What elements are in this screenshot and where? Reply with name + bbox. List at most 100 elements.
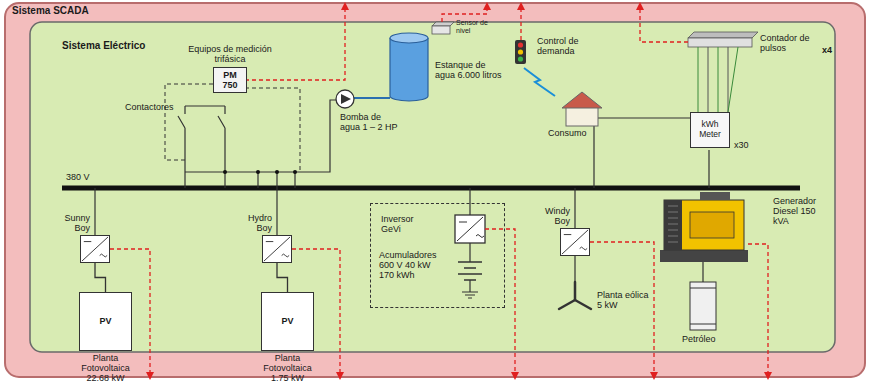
level-sensor-part <box>432 22 454 26</box>
inverter-name: Inversor GeVi <box>381 214 427 234</box>
pv-box: PVPlanta Fotovoltaica 22.68 kW <box>79 292 132 351</box>
plant-name: Planta Fotovoltaica 22.68 kW <box>74 353 138 383</box>
wind-turbine-part <box>574 282 577 300</box>
inverter-name: Sunny Boy <box>52 213 90 233</box>
panel-title: Sistema SCADA <box>12 5 89 16</box>
dots <box>223 170 297 174</box>
gevi-inverter-symbol-part <box>455 215 485 243</box>
measurement-dashed-wires-part <box>245 88 300 172</box>
scada-links-part <box>748 244 768 376</box>
meter-box: Equipos de medición trifásica PM 750 <box>175 44 285 95</box>
battery-spec: Acumuladores 600 V 40 kW 170 kWh <box>379 250 443 280</box>
water-tank-part <box>390 38 428 101</box>
house-icon <box>562 92 602 126</box>
fuel-label: Petróleo <box>682 334 732 344</box>
diesel-generator-part <box>700 192 730 200</box>
demand-label: Control de demanda <box>537 36 593 56</box>
scada-links-part <box>485 229 515 376</box>
inverter-box: Sunny Boy <box>80 235 110 263</box>
dots-part <box>293 170 297 174</box>
wind-label: Planta eólica 5 kW <box>597 290 651 310</box>
water-pump <box>336 90 354 108</box>
wires-part <box>354 97 390 99</box>
kwh-meter: kWh Meter <box>690 112 730 148</box>
meter-count: x30 <box>734 140 758 150</box>
fuel-tank-part <box>690 282 716 330</box>
pulse-counter-part <box>728 47 729 112</box>
diesel-generator-part <box>664 200 682 250</box>
wires-part <box>94 188 95 235</box>
wires-part <box>702 262 703 282</box>
panels-part <box>30 22 835 352</box>
gevi-inverter-symbol <box>455 215 485 243</box>
diesel-generator-part <box>668 206 678 242</box>
water-pump-part <box>341 94 351 104</box>
panel-title: Sistema Eléctrico <box>62 40 145 51</box>
demand-control-light-part <box>518 42 523 47</box>
pulse-counter <box>688 32 758 112</box>
gevi-inverter-symbol-part <box>459 222 484 238</box>
diesel-generator <box>660 192 748 262</box>
scada-panel: Sistema SCADA Sistema Eléctrico Equipos de… <box>5 3 865 377</box>
demand-control-light-part <box>515 40 526 64</box>
sensor-node: Sensor de nivel <box>432 18 496 38</box>
house-icon-part <box>562 92 602 108</box>
pulse-counter-part <box>728 47 738 112</box>
water-tank-part <box>390 33 428 43</box>
converter-stroke <box>562 230 588 254</box>
fuel-tank <box>690 282 716 330</box>
pulse-counter-part <box>688 38 752 47</box>
wind-turbine-part <box>559 300 575 309</box>
meter-text: kWh Meter <box>693 120 727 139</box>
gevi-region: Inversor GeViAcumuladores 600 V 40 kW 17… <box>370 203 505 308</box>
converter-symbol <box>263 236 291 262</box>
electric-panel: Sistema Eléctrico Equipos de medición tri… <box>30 22 835 352</box>
battery-symbol-part <box>464 267 476 269</box>
tank-node: Estanque de agua 6.000 litros <box>385 30 510 102</box>
level-sensor-part <box>432 26 450 34</box>
scada-links-part <box>520 6 521 40</box>
diesel-generator-part <box>664 200 744 250</box>
level-sensor <box>432 22 454 34</box>
converter-symbol <box>81 236 109 262</box>
counter-label: Contador de pulsos <box>760 33 820 53</box>
sensor-label: Sensor de nivel <box>456 19 494 35</box>
panels-part <box>5 3 865 377</box>
measurement-dashed-wires-part <box>165 84 213 160</box>
converter-symbol <box>561 229 589 255</box>
wires <box>95 98 709 300</box>
wires-part <box>276 172 277 235</box>
wire-connector <box>277 263 288 292</box>
battery-symbol-part <box>458 273 482 275</box>
tank-label: Estanque de agua 6.000 litros <box>435 60 507 80</box>
battery-symbol <box>458 262 482 280</box>
fuel-tank-part <box>690 288 716 324</box>
converter-stroke <box>82 237 108 261</box>
demand-control-light-part <box>518 56 523 61</box>
meter-model: PM 750 <box>213 67 247 93</box>
bus-bar <box>62 188 800 189</box>
inverter-name: Windy Boy <box>532 206 570 226</box>
panels <box>5 3 865 377</box>
pulse-counter-part <box>708 47 709 112</box>
wire-connector <box>95 263 106 292</box>
generator-label: Generador Diesel 150 kVA <box>773 196 829 226</box>
dots-part <box>256 170 260 174</box>
pv-box: PVPlanta Fotovoltaica 1.75 kW <box>261 292 314 351</box>
counter-count: x4 <box>822 45 838 55</box>
battery-symbol-part <box>458 261 482 263</box>
dots-part <box>223 170 227 174</box>
meter-heading: Equipos de medición trifásica <box>184 44 276 64</box>
plant-name: Planta Fotovoltaica 1.75 kW <box>256 353 320 383</box>
scada-links <box>110 6 768 376</box>
water-pump-part <box>336 90 354 108</box>
scada-links-part <box>245 6 345 80</box>
converter-stroke <box>264 237 290 261</box>
pulse-counter-part <box>698 47 699 112</box>
wires-part <box>185 100 336 172</box>
battery-symbol-part <box>464 279 476 281</box>
inverter-box: Hydro Boy <box>262 235 292 263</box>
